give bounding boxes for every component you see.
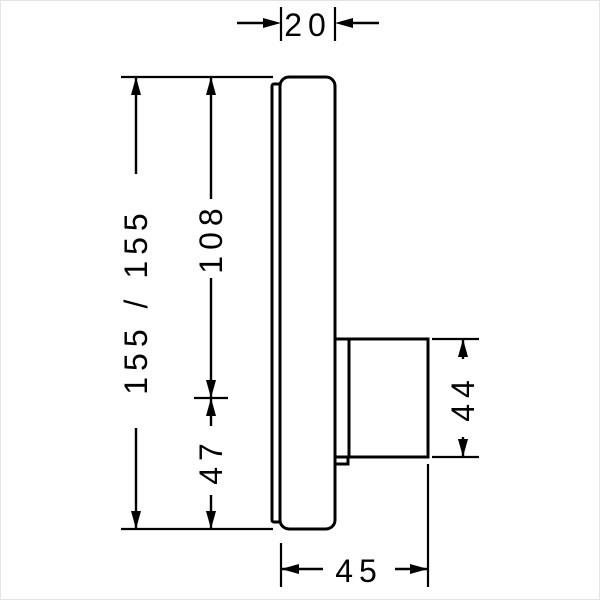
arrowhead-up: [131, 77, 141, 95]
valve-body: [333, 337, 430, 466]
dim-overall-height: 155 / 155: [118, 75, 273, 531]
dim-lower-height: 47: [193, 398, 229, 529]
arrowhead-right: [263, 18, 281, 28]
arrowhead-up: [206, 77, 216, 95]
arrowhead-down: [206, 511, 216, 529]
dim-label-top-width: 20: [284, 7, 332, 43]
dim-label-overall-height: 155 / 155: [118, 207, 154, 394]
arrowhead-down: [206, 380, 216, 398]
arrowhead-down: [458, 439, 468, 457]
arrowhead-left: [335, 18, 353, 28]
faceplate-body: [278, 75, 337, 531]
dim-bottom-depth: 45: [279, 464, 430, 589]
dim-label-upper-height: 108: [193, 202, 229, 273]
dim-label-right-height: 44: [445, 374, 481, 422]
faceplate: [270, 75, 337, 531]
dim-right-height: 44: [432, 337, 481, 459]
arrowhead-right: [410, 564, 428, 574]
dim-label-bottom-depth: 45: [335, 553, 383, 589]
arrowhead-left: [281, 564, 299, 574]
arrowhead-up: [458, 339, 468, 357]
dim-upper-height: 108: [193, 77, 229, 400]
dim-top-width: 20: [237, 7, 379, 43]
dim-label-lower-height: 47: [193, 437, 229, 485]
valve-body-notch: [333, 455, 350, 466]
arrowhead-down: [131, 511, 141, 529]
arrowhead-up: [206, 398, 216, 416]
